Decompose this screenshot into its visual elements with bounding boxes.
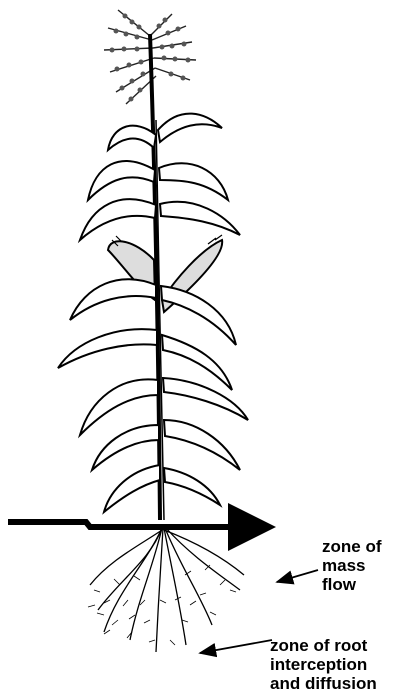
mass-flow-arrow	[277, 570, 318, 582]
leaves	[58, 114, 248, 512]
root-interception-line-1: zone of root	[270, 636, 377, 655]
root-system	[90, 528, 244, 652]
mass-flow-line-1: zone of	[322, 537, 382, 556]
mass-flow-line-2: mass	[322, 556, 382, 575]
root-interception-line-2: interception	[270, 655, 377, 674]
root-hairs	[88, 565, 236, 645]
zone-of-mass-flow-label: zone of mass flow	[322, 537, 382, 594]
mass-flow-line-3: flow	[322, 575, 382, 594]
ground-line	[8, 522, 270, 527]
zone-of-root-interception-label: zone of root interception and diffusion	[270, 636, 377, 693]
root-interception-line-3: and diffusion	[270, 674, 377, 693]
root-interception-arrow	[200, 640, 272, 653]
